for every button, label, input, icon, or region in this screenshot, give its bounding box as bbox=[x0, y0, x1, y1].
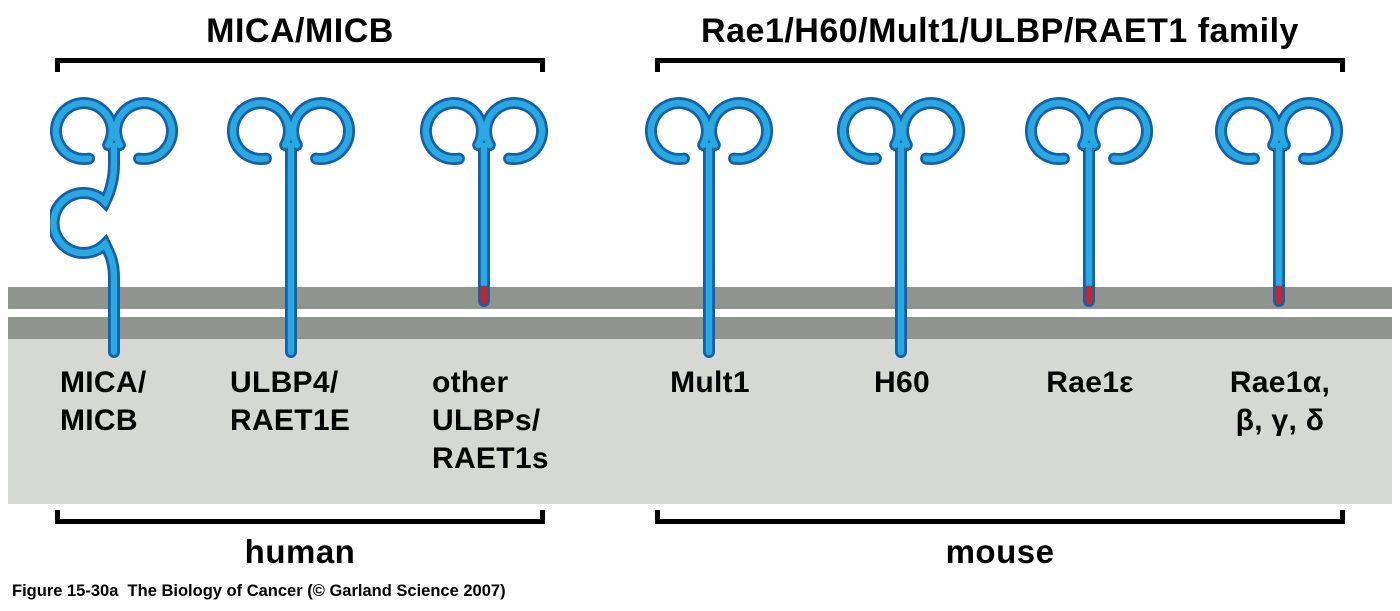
molecule-glyph-mult1 bbox=[645, 88, 775, 360]
label-h60: H60 bbox=[837, 364, 967, 402]
bracket-human bbox=[55, 510, 545, 524]
label-line: H60 bbox=[874, 366, 930, 399]
label-line: Rae1ε bbox=[1046, 366, 1134, 399]
molecule-glyph-ulbp4-raet1e bbox=[227, 88, 357, 360]
label-line: MICB bbox=[60, 404, 138, 437]
bracket-mica-micb bbox=[55, 58, 545, 72]
label-ulbp4-raet1e: ULBP4/ RAET1E bbox=[230, 364, 350, 440]
molecule-glyph-rae1-abgd bbox=[1215, 88, 1345, 360]
group-label-mica-micb: MICA/MICB bbox=[206, 12, 394, 50]
molecule-glyph-mica-micb bbox=[50, 88, 180, 360]
label-line: Rae1α, bbox=[1229, 366, 1331, 399]
label-rae1-abgd: Rae1α, β, γ, δ bbox=[1192, 364, 1368, 440]
group-label-mouse: mouse bbox=[945, 533, 1055, 570]
bracket-mouse bbox=[655, 510, 1345, 524]
bracket-rae1-family bbox=[655, 58, 1345, 72]
label-other-ulbps: other ULBPs/ RAET1s bbox=[432, 364, 549, 478]
label-line: MICA/ bbox=[60, 366, 147, 399]
label-rae1-epsilon: Rae1ε bbox=[1025, 364, 1155, 402]
group-label-rae1-family: Rae1/H60/Mult1/ULBP/RAET1 family bbox=[701, 12, 1299, 50]
label-line: other bbox=[432, 366, 509, 399]
molecule-glyph-rae1-epsilon bbox=[1025, 88, 1155, 360]
label-line: ULBPs/ bbox=[432, 404, 541, 437]
label-mult1: Mult1 bbox=[645, 364, 775, 402]
molecule-glyph-h60 bbox=[837, 88, 967, 360]
label-line: RAET1s bbox=[432, 442, 549, 475]
group-label-human: human bbox=[244, 533, 356, 570]
label-line: ULBP4/ bbox=[230, 366, 339, 399]
figure-caption: Figure 15-30a The Biology of Cancer (© G… bbox=[12, 582, 506, 600]
label-mica-micb: MICA/ MICB bbox=[60, 364, 147, 440]
label-line: β, γ, δ bbox=[1235, 404, 1325, 437]
label-line: Mult1 bbox=[670, 366, 750, 399]
molecule-glyph-other-ulbps bbox=[420, 88, 550, 360]
membrane-inner-leaflet bbox=[8, 317, 1392, 339]
cytoplasm-region bbox=[8, 339, 1392, 504]
label-line: RAET1E bbox=[230, 404, 351, 437]
membrane-outer-leaflet bbox=[8, 287, 1392, 309]
